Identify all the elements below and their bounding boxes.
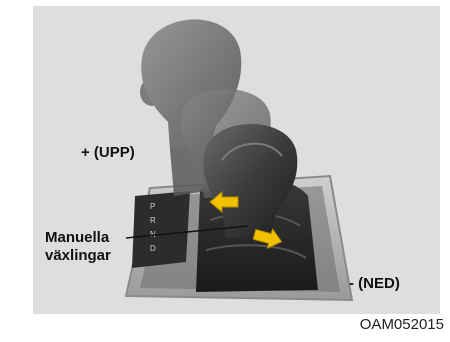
gate-letter-p: P	[150, 202, 155, 211]
manual-shift-label-line1: Manuella	[45, 229, 109, 247]
upshift-label: + (UPP)	[81, 144, 135, 162]
gate-letter-r: R	[150, 216, 156, 225]
downshift-label: - (NED)	[349, 275, 400, 293]
image-code: OAM052015	[360, 316, 444, 333]
gear-gate-strip: P R N D	[132, 191, 190, 268]
gate-letter-d: D	[150, 244, 156, 253]
manual-shift-label-line2: växlingar	[45, 247, 111, 265]
